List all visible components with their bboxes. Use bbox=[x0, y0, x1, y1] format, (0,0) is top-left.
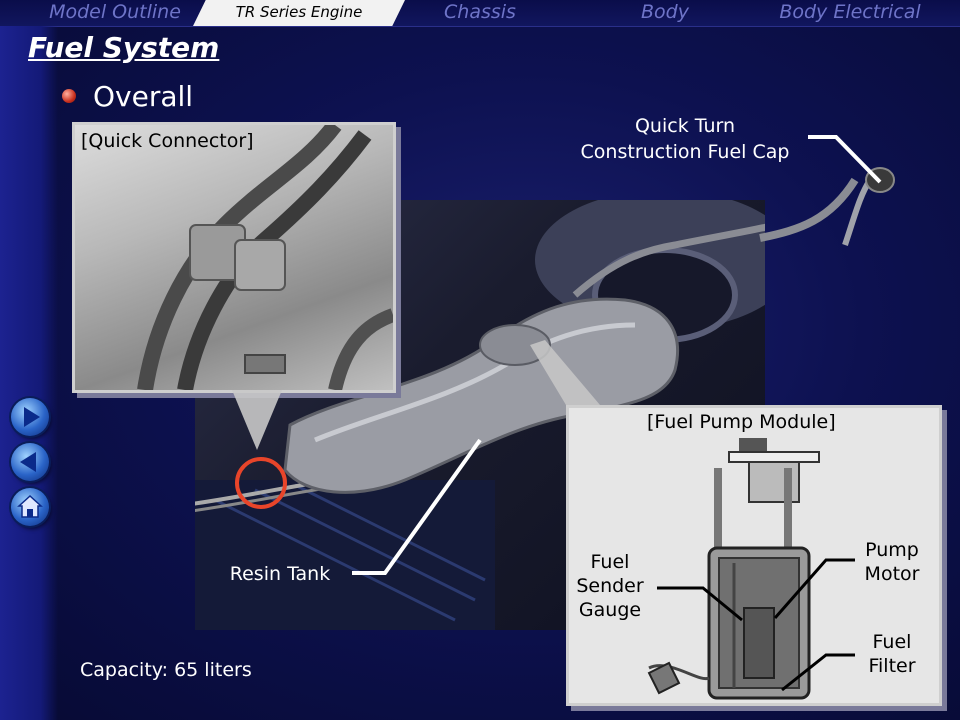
section-subtitle: Overall bbox=[93, 80, 193, 113]
arrow-right-icon bbox=[11, 398, 49, 436]
fuel-filter-label-line1: Fuel bbox=[852, 630, 932, 654]
home-button[interactable] bbox=[11, 488, 49, 526]
pump-motor-label-line1: Pump bbox=[852, 538, 932, 562]
tab-model-outline[interactable]: Model Outline bbox=[40, 0, 190, 26]
tab-body-electrical[interactable]: Body Electrical bbox=[760, 0, 940, 26]
left-decor-strip bbox=[0, 26, 58, 720]
page-title: Fuel System bbox=[28, 31, 219, 64]
tab-body[interactable]: Body bbox=[610, 0, 720, 26]
fuel-cap-label-line1: Quick Turn bbox=[560, 113, 810, 139]
arrow-left-icon bbox=[11, 443, 49, 481]
fuel-filter-label: Fuel Filter bbox=[852, 630, 932, 678]
previous-slide-button[interactable] bbox=[11, 443, 49, 481]
fuel-sender-gauge-label-line3: Gauge bbox=[570, 598, 650, 622]
home-icon bbox=[11, 488, 49, 526]
next-slide-button[interactable] bbox=[11, 398, 49, 436]
fuel-pump-module-label: [Fuel Pump Module] bbox=[647, 411, 836, 433]
quick-connector-image bbox=[72, 122, 396, 393]
fuel-cap-label-line2: Construction Fuel Cap bbox=[560, 139, 810, 165]
tab-chassis[interactable]: Chassis bbox=[420, 0, 540, 26]
fuel-filter-label-line2: Filter bbox=[852, 654, 932, 678]
quick-connector-illustration bbox=[75, 125, 393, 390]
fuel-cap-label: Quick Turn Construction Fuel Cap bbox=[560, 113, 810, 165]
fuel-sender-gauge-label-line1: Fuel bbox=[570, 550, 650, 574]
pump-motor-label: Pump Motor bbox=[852, 538, 932, 586]
bullet-icon bbox=[62, 89, 76, 103]
fuel-sender-gauge-label: Fuel Sender Gauge bbox=[570, 550, 650, 622]
top-navigation-bar: Model Outline TR Series Engine Chassis B… bbox=[0, 0, 960, 27]
tab-tr-series-engine[interactable]: TR Series Engine bbox=[193, 0, 405, 26]
quick-connector-label: [Quick Connector] bbox=[81, 130, 254, 152]
resin-tank-label: Resin Tank bbox=[215, 561, 345, 587]
pump-motor-label-line2: Motor bbox=[852, 562, 932, 586]
fuel-sender-gauge-label-line2: Sender bbox=[570, 574, 650, 598]
capacity-label: Capacity: 65 liters bbox=[80, 657, 290, 683]
